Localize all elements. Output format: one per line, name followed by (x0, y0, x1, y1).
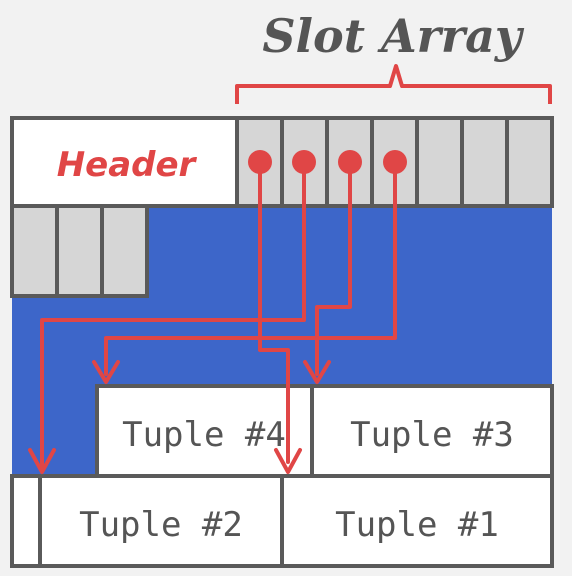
pointer-slot-1 (258, 160, 290, 464)
tuple-4-label: Tuple #4 (122, 415, 286, 455)
header-block (10, 116, 239, 208)
pointer-slot-4 (104, 160, 397, 376)
slot-cell (100, 204, 149, 298)
slot-pointer-dot (338, 150, 362, 174)
tuple-3-label: Tuple #3 (350, 415, 514, 455)
tuple-1-block (280, 474, 554, 568)
pointer-slot-2 (40, 160, 306, 468)
slot-pointer-dot (248, 150, 272, 174)
arrowhead-tuple-2 (28, 448, 56, 474)
header-label: Header (57, 145, 198, 185)
slot-pointer-dot (383, 150, 407, 174)
slot-array-brace (235, 64, 552, 104)
tuple-4-block (95, 384, 314, 478)
slot-pointer-dot (292, 150, 316, 174)
pointer-slot-3 (315, 160, 352, 376)
arrowhead-tuple-3 (303, 360, 331, 384)
tuple-2-label: Tuple #2 (79, 505, 243, 545)
arrowhead-tuple-1 (274, 448, 302, 474)
tuple-2-block (38, 474, 284, 568)
unused-space-block (10, 474, 42, 568)
slot-cell (460, 116, 509, 208)
slot-cell (55, 204, 104, 298)
arrowhead-tuple-4 (92, 360, 120, 384)
slot-array-title: Slot Array (262, 9, 525, 63)
slot-array-row-2 (10, 204, 149, 298)
slot-cell (10, 204, 59, 298)
tuple-3-block (310, 384, 554, 478)
slot-cell (505, 116, 554, 208)
tuple-1-label: Tuple #1 (335, 505, 499, 545)
slot-cell (415, 116, 464, 208)
